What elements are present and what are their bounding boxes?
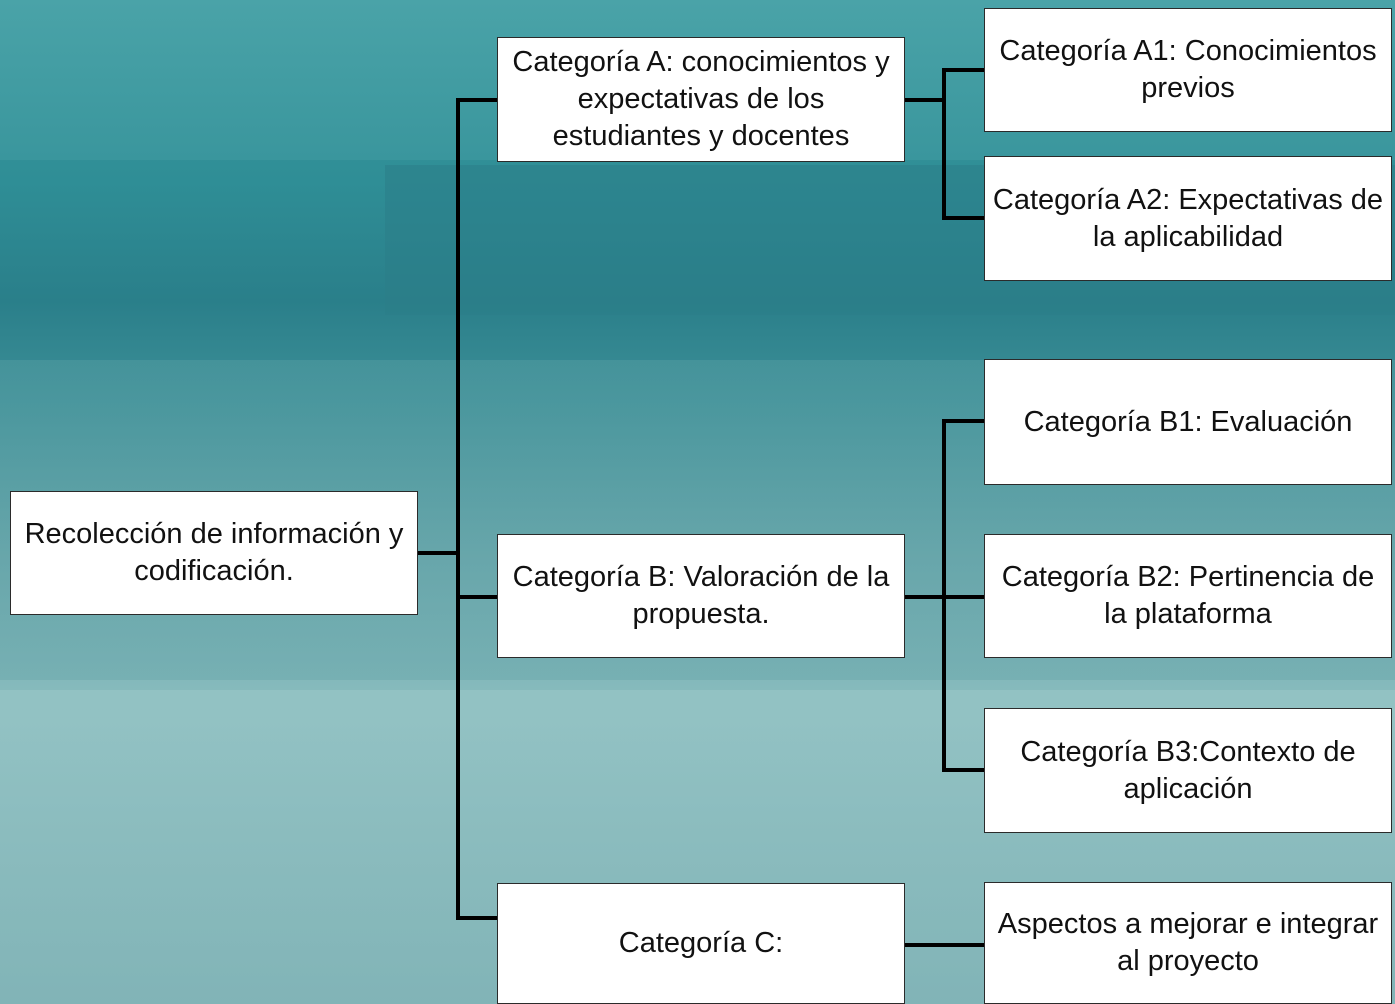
node-category-a1-label: Categoría A1: Conocimientos previos: [999, 35, 1377, 104]
node-category-b2-label: Categoría B2: Pertinencia de la platafor…: [1001, 561, 1375, 630]
node-category-a2-label: Categoría A2: Expectativas de la aplicab…: [992, 183, 1384, 253]
node-category-c: Categoría C:: [497, 883, 905, 1004]
node-category-c-label: Categoría C:: [618, 927, 784, 959]
node-category-b1-label: Categoría B1: Evaluación: [1023, 405, 1353, 438]
node-category-b1: Categoría B1: Evaluación: [984, 359, 1392, 485]
node-root-label: Recolección de información y codificació…: [24, 518, 404, 587]
node-category-b3-label: Categoría B3:Contexto de aplicación: [1020, 735, 1356, 805]
node-category-b: Categoría B: Valoración de la propuesta.: [497, 534, 905, 658]
node-category-c1-label: Aspectos a mejorar e integrar al proyect…: [997, 908, 1379, 977]
node-category-a1: Categoría A1: Conocimientos previos: [984, 8, 1392, 132]
node-category-a2: Categoría A2: Expectativas de la aplicab…: [984, 156, 1392, 281]
node-category-a: Categoría A: conocimientos y expectativa…: [497, 37, 905, 162]
node-category-b3: Categoría B3:Contexto de aplicación: [984, 708, 1392, 833]
node-category-c1: Aspectos a mejorar e integrar al proyect…: [984, 882, 1392, 1004]
node-category-a-label: Categoría A: conocimientos y expectativa…: [512, 46, 890, 152]
node-root: Recolección de información y codificació…: [10, 491, 418, 615]
node-category-b-label: Categoría B: Valoración de la propuesta.: [512, 561, 890, 630]
node-category-b2: Categoría B2: Pertinencia de la platafor…: [984, 534, 1392, 658]
